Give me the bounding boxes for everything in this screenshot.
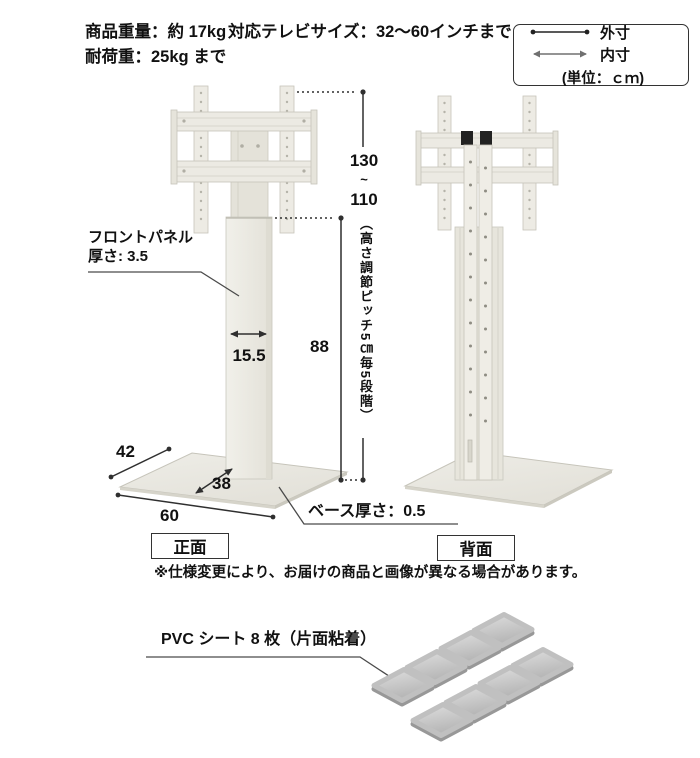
front-view-caption: 正面 xyxy=(151,533,229,559)
dim-height-tilde: ~ xyxy=(360,172,368,187)
legend-inner-label: 内寸 xyxy=(600,46,631,64)
tv-size-text: 対応テレビサイズ：32～60インチまで xyxy=(228,23,512,41)
disclaimer-text: ※仕様変更により、お届けの商品と画像が異なる場合があります。 xyxy=(154,565,587,581)
pvc-sheets-illustration xyxy=(371,612,574,742)
dim-column-height: 88 xyxy=(310,337,329,356)
front-panel-note-line2: 厚さ: 3.5 xyxy=(88,247,149,265)
outer-dimension-line-icon xyxy=(530,29,590,35)
legend-outer-row: 外寸 xyxy=(528,22,678,43)
dim-height-min: 110 xyxy=(350,190,378,209)
base-thickness-note: ベース厚さ：0.5 xyxy=(308,503,426,520)
legend-outer-label: 外寸 xyxy=(600,24,631,42)
dim-base-depth: 42 xyxy=(116,442,135,461)
front-panel-note-line1: フロントパネル xyxy=(88,229,194,246)
front-panel-note: フロントパネル 厚さ: 3.5 xyxy=(88,229,193,267)
back-view-stand xyxy=(403,95,614,508)
callout-leader-lines xyxy=(88,271,458,683)
dimension-legend: 外寸 内寸 (単位：ｃｍ) xyxy=(513,22,689,87)
dim-base-width: 60 xyxy=(160,506,179,525)
dim-height-max: 130 xyxy=(349,151,379,170)
dim-panel-width: 15.5 xyxy=(232,346,266,365)
dim-base-inner-depth: 38 xyxy=(212,474,231,493)
legend-inner-row: 内寸 xyxy=(528,44,678,65)
legend-unit-label: (単位：ｃｍ) xyxy=(561,70,645,87)
back-view-caption: 背面 xyxy=(437,535,515,561)
dimension-lines xyxy=(108,89,366,520)
inner-dimension-line-icon xyxy=(533,50,587,58)
load-capacity-text: 耐荷重：25kg まで xyxy=(85,48,227,66)
product-weight-text: 商品重量：約 17kg xyxy=(85,23,227,41)
front-view-stand xyxy=(118,85,349,509)
height-adjust-note: （高さ調節ピッチ5㎝毎5段階） xyxy=(358,217,373,423)
pvc-sheet-note: PVC シート 8 枚（片面粘着） xyxy=(161,631,377,648)
